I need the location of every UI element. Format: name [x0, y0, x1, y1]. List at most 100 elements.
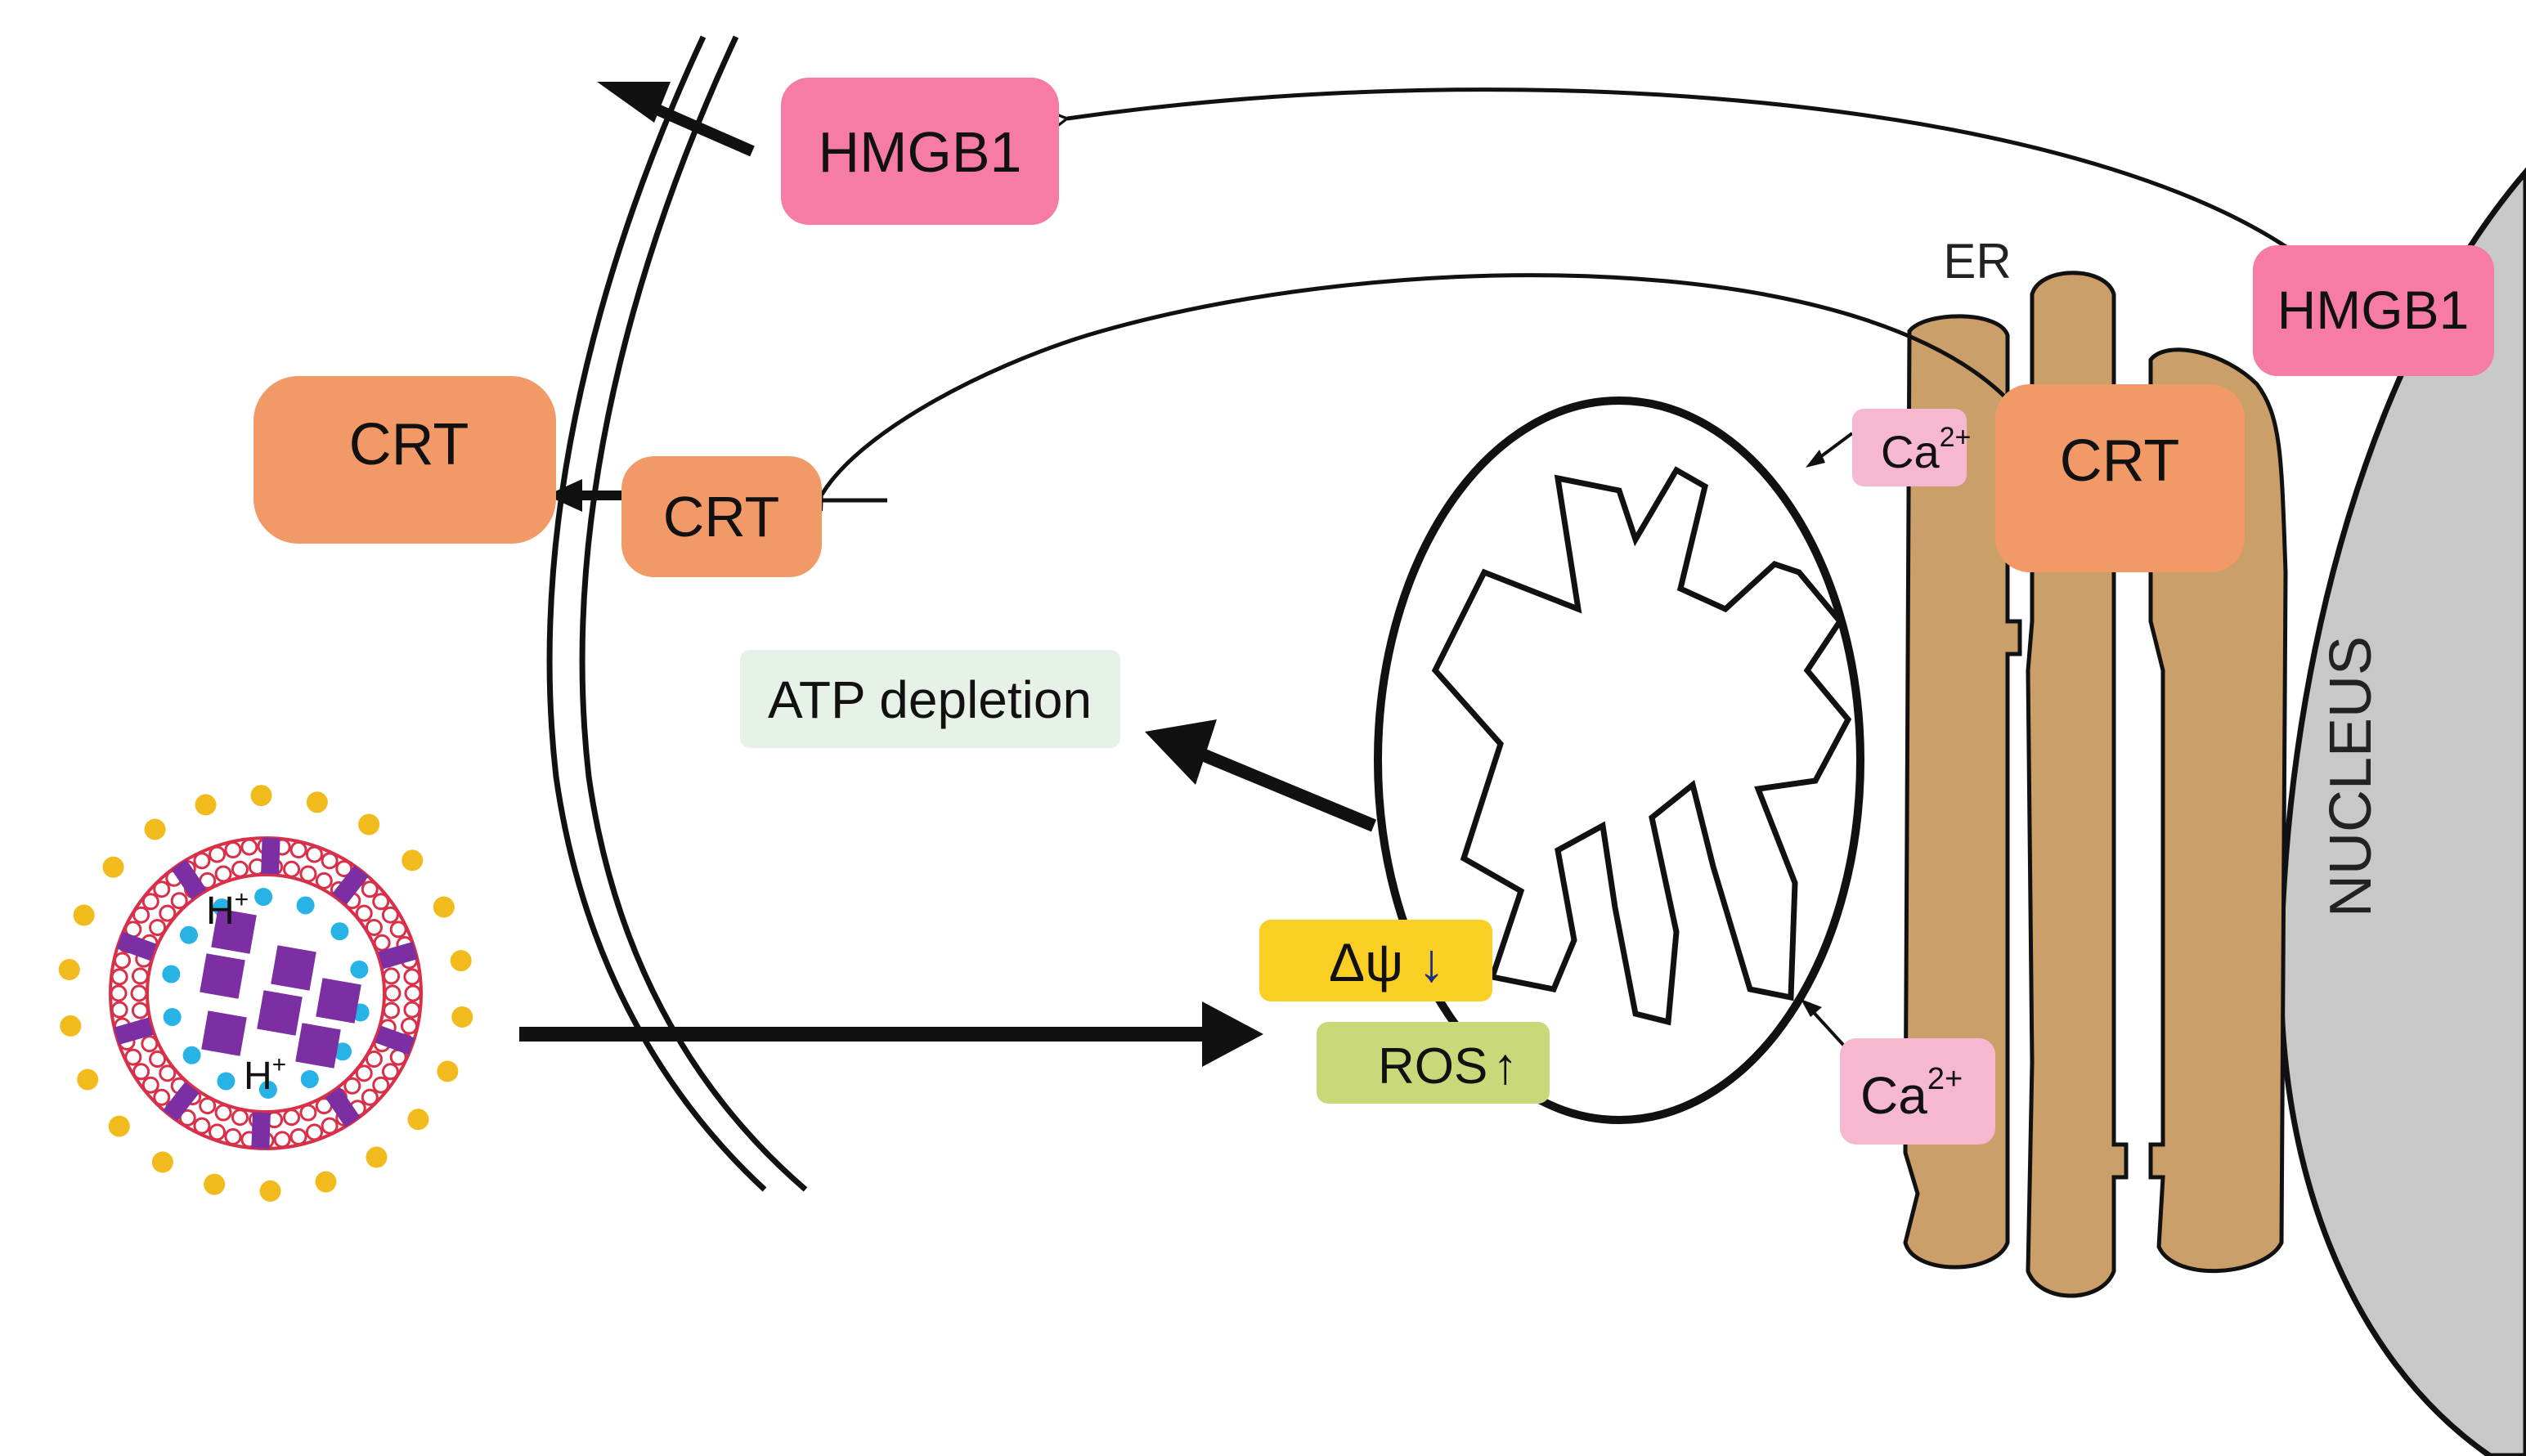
svg-text:H+: H+	[244, 1051, 286, 1098]
crt-membrane-label: CRT	[663, 485, 780, 549]
crt-surface-label: CRT	[349, 412, 469, 477]
lipid-head	[193, 852, 211, 870]
ros-label: ROS	[1378, 1038, 1487, 1095]
lipid-head	[403, 1001, 421, 1019]
proton-bottom-base: H	[244, 1055, 272, 1098]
atp-depletion-label: ATP depletion	[768, 670, 1092, 729]
lipid-head	[273, 1131, 291, 1149]
lipid-head	[321, 1117, 339, 1135]
aqueous-dot	[182, 1046, 201, 1064]
svg-text:Ca2+: Ca2+	[1881, 422, 1971, 477]
mitochondrion-cristae	[1431, 466, 1852, 1026]
lipid-head	[153, 880, 171, 898]
coating-dot	[451, 1006, 473, 1028]
lipid-head	[170, 892, 188, 910]
lipid-head	[141, 1035, 159, 1053]
proton-top-base: H	[206, 889, 235, 933]
lipid-head	[315, 871, 333, 889]
lipid-head	[373, 934, 391, 952]
coating-dot	[204, 1173, 226, 1195]
lipid-head	[283, 1109, 301, 1127]
ca-bottom-base: Ca	[1860, 1066, 1927, 1125]
cell-membrane	[546, 35, 808, 1192]
lipid-head	[209, 845, 227, 863]
membrane-protein	[378, 942, 418, 970]
lipid-head	[365, 1051, 383, 1068]
ros-box: ROS↑	[1317, 1022, 1550, 1104]
lipid-head	[224, 841, 242, 859]
coating-dot	[108, 1115, 130, 1137]
lipid-head	[400, 1017, 418, 1035]
coating-dot	[144, 818, 166, 840]
lipid-head	[372, 1076, 390, 1094]
coating-dot	[437, 1060, 459, 1082]
aqueous-dot	[350, 960, 369, 979]
lipid-head	[193, 1117, 211, 1135]
lipid-head	[131, 1001, 149, 1019]
lipid-head	[114, 952, 132, 970]
membrane-protein	[116, 931, 157, 961]
coating-dot	[259, 1180, 281, 1202]
aqueous-dot	[217, 1072, 236, 1091]
lipid-head	[289, 1127, 307, 1145]
lipid-head	[299, 865, 317, 883]
coating-dot	[195, 794, 217, 816]
er-label: ER	[1943, 234, 2011, 289]
lipid-head	[130, 984, 148, 1002]
membrane-protein	[171, 859, 207, 900]
lipid-head	[381, 1063, 399, 1081]
lipid-head	[153, 1088, 171, 1106]
lipid-head	[361, 880, 379, 898]
lipid-head	[283, 860, 301, 878]
crt-translocation-arrow	[822, 273, 2021, 495]
lipid-head	[383, 1001, 401, 1019]
lipid-head	[132, 1063, 150, 1081]
lipid-head	[372, 893, 390, 911]
lipid-head	[178, 1109, 196, 1127]
membrane-protein	[375, 1025, 415, 1055]
lipid-head	[289, 841, 307, 859]
lipid-head	[361, 1088, 379, 1106]
ca-bottom-badge: Ca2+	[1840, 1038, 1995, 1145]
lipid-head	[355, 904, 373, 922]
svg-text:H+: H+	[206, 886, 249, 933]
atp-depletion-arrow	[1145, 719, 1377, 832]
hmgb1-release-arrow	[1067, 87, 2324, 276]
lipid-head	[383, 967, 401, 985]
crt-er-box: CRT	[1995, 384, 2245, 572]
membrane-protein	[114, 1017, 154, 1045]
hmgb1-nuclear-label: HMGB1	[2277, 280, 2470, 340]
svg-text:Ca2+: Ca2+	[1860, 1062, 1963, 1125]
lipid-head	[159, 904, 177, 922]
lipid-head	[124, 1048, 142, 1066]
lipid-head	[110, 984, 128, 1002]
aqueous-dot	[296, 896, 315, 915]
proton-top-sup: +	[235, 886, 249, 913]
coating-dot	[433, 896, 455, 918]
ca-bottom-sup: 2+	[1927, 1062, 1963, 1096]
lipid-head	[149, 1051, 167, 1068]
delta-psi-box: Δψ↓	[1259, 920, 1492, 1001]
lipid-head	[305, 1123, 323, 1141]
lipid-head	[305, 845, 323, 863]
lipid-head	[110, 968, 128, 986]
lipid-head	[384, 984, 402, 1002]
ros-arrow: ↑	[1492, 1038, 1518, 1095]
outer-coating-dots	[58, 785, 473, 1202]
lipid-head	[404, 984, 422, 1002]
inner-aqueous-dots	[162, 888, 370, 1099]
hmgb1-outer-box: HMGB1	[781, 78, 1059, 225]
er-stack-1	[1903, 314, 2022, 1270]
coating-dot	[450, 950, 472, 972]
lipid-head	[141, 893, 159, 911]
lipid-head	[141, 1076, 159, 1094]
lipid-head	[132, 906, 150, 924]
lipid-head	[381, 906, 399, 924]
mitochondrion	[1374, 396, 1864, 1124]
aqueous-dot	[163, 1008, 182, 1027]
aqueous-dot	[162, 965, 181, 983]
lipid-head	[389, 921, 407, 939]
ca-top-arrow	[1806, 432, 1854, 468]
ca-top-badge: Ca2+	[1852, 409, 1971, 486]
lipid-head	[214, 865, 232, 883]
